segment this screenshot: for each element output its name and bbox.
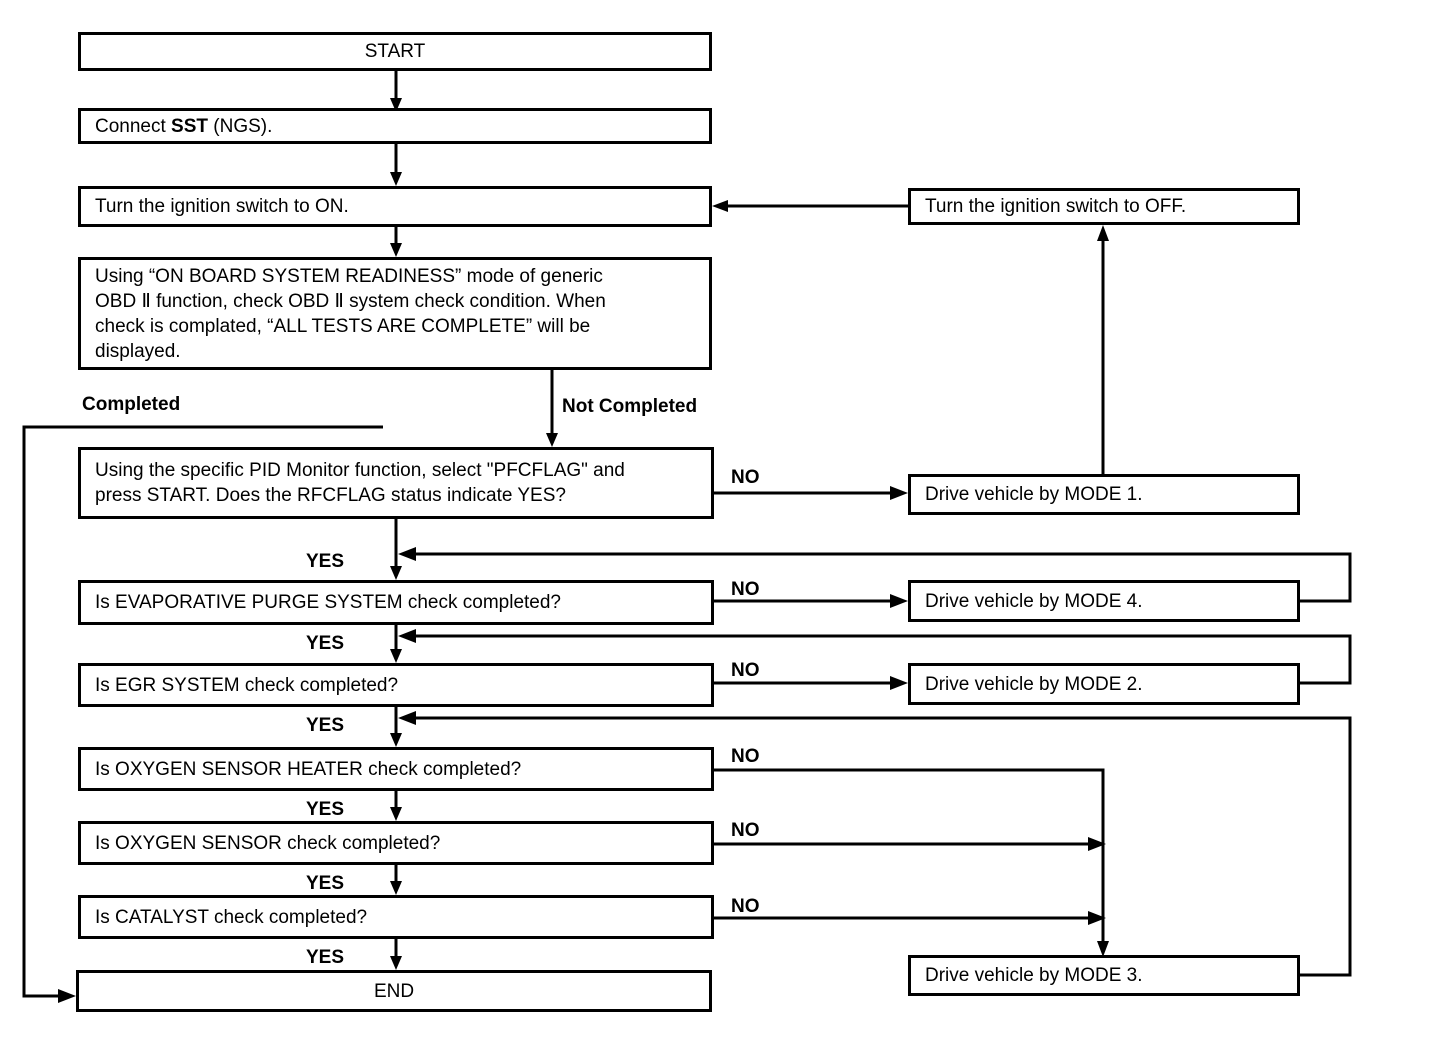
node-end[interactable]: END (76, 970, 712, 1012)
edge-label-no-egr: NO (731, 660, 760, 681)
node-start[interactable]: START (78, 32, 712, 71)
edge-label-not-completed: Not Completed (562, 396, 698, 417)
connect-sst-bold: SST (171, 115, 208, 137)
node-pid-monitor-label: Using the specific PID Monitor function,… (95, 460, 625, 506)
node-catalyst[interactable]: Is CATALYST check completed? (78, 895, 714, 939)
node-egr-system-label: Is EGR SYSTEM check completed? (95, 674, 399, 696)
node-pid-monitor[interactable]: Using the specific PID Monitor function,… (78, 447, 714, 519)
arrowhead-notcompleted-to-pid (546, 433, 558, 447)
arrowhead-mode4-return (398, 547, 416, 561)
edge-mode3-return (414, 716, 1352, 977)
arrowhead-pid-no-to-mode1 (890, 486, 908, 500)
edge-label-yes-pid: YES (306, 551, 345, 572)
edge-label-no-evap: NO (731, 579, 760, 600)
edge-label-no-o2sensor: NO (731, 820, 760, 841)
node-o2-sensor-label: Is OXYGEN SENSOR check completed? (95, 832, 441, 854)
node-ignition-on-label: Turn the ignition switch to ON. (95, 196, 349, 217)
edge-label-yes-o2sensor: YES (306, 873, 345, 894)
arrowhead-o2heater-yes-to-o2sensor (390, 807, 402, 821)
edge-label-yes-evap: YES (306, 633, 345, 654)
edge-completed-to-end (22, 425, 383, 998)
edge-mode4-return (414, 552, 1352, 603)
node-end-label: END (373, 980, 415, 1002)
arrowhead-mode3-return (398, 711, 416, 725)
node-readiness-label: Using “ON BOARD SYSTEM READINESS” mode o… (95, 265, 606, 362)
node-start-label: START (364, 41, 426, 62)
node-connect-sst[interactable]: Connect SST (NGS). (78, 108, 712, 144)
edge-label-no-o2heater: NO (731, 746, 760, 767)
node-readiness[interactable]: Using “ON BOARD SYSTEM READINESS” mode o… (78, 257, 712, 370)
arrowhead-catalyst-no-to-mode3 (1088, 911, 1106, 925)
arrowhead-ignitionoff-to-ignitionon (712, 200, 728, 212)
edge-label-yes-egr: YES (306, 715, 345, 736)
arrowhead-o2sensor-no-to-mode3 (1088, 837, 1106, 851)
node-connect-sst-label: Connect SST (NGS). (81, 114, 286, 139)
arrowhead-pid-yes-to-evap (390, 566, 402, 580)
node-ignition-off-label: Turn the ignition switch to OFF. (925, 196, 1187, 217)
node-mode1[interactable]: Drive vehicle by MODE 1. (908, 474, 1300, 515)
edge-label-completed: Completed (82, 394, 181, 415)
edge-label-no-catalyst: NO (731, 896, 760, 917)
arrowhead-egr-yes-to-o2heater (390, 733, 402, 747)
edge-o2heater-no-to-mode3 (713, 768, 1105, 944)
node-ignition-on[interactable]: Turn the ignition switch to ON. (78, 186, 712, 227)
node-mode4[interactable]: Drive vehicle by MODE 4. (908, 580, 1300, 622)
connect-sst-post: (NGS). (208, 115, 273, 137)
arrowhead-ignitionon-to-readiness (390, 243, 402, 257)
arrowhead-mode2-return (398, 629, 416, 643)
node-o2-heater[interactable]: Is OXYGEN SENSOR HEATER check completed? (78, 747, 714, 791)
edge-label-yes-o2heater: YES (306, 799, 345, 820)
node-catalyst-label: Is CATALYST check completed? (95, 906, 368, 928)
node-mode2-label: Drive vehicle by MODE 2. (925, 673, 1143, 695)
arrowhead-connectsst-to-ignitionon (390, 172, 402, 186)
node-evap-purge[interactable]: Is EVAPORATIVE PURGE SYSTEM check comple… (78, 580, 714, 625)
node-evap-purge-label: Is EVAPORATIVE PURGE SYSTEM check comple… (95, 592, 562, 613)
connect-sst-pre: Connect (95, 115, 172, 137)
node-mode3[interactable]: Drive vehicle by MODE 3. (908, 955, 1300, 996)
arrowhead-evap-no-to-mode4 (890, 594, 908, 608)
node-mode3-label: Drive vehicle by MODE 3. (925, 965, 1143, 986)
node-mode1-label: Drive vehicle by MODE 1. (925, 484, 1143, 505)
edge-label-yes-catalyst: YES (306, 947, 345, 968)
edge-mode2-return (414, 634, 1352, 685)
arrowhead-o2sensor-yes-to-catalyst (390, 881, 402, 895)
arrowhead-completed-to-end (58, 989, 76, 1003)
arrowhead-evap-yes-to-egr (390, 649, 402, 663)
node-mode2[interactable]: Drive vehicle by MODE 2. (908, 663, 1300, 705)
node-egr-system[interactable]: Is EGR SYSTEM check completed? (78, 663, 714, 707)
node-ignition-off[interactable]: Turn the ignition switch to OFF. (908, 188, 1300, 225)
arrowhead-egr-no-to-mode2 (890, 676, 908, 690)
node-o2-sensor[interactable]: Is OXYGEN SENSOR check completed? (78, 821, 714, 865)
node-o2-heater-label: Is OXYGEN SENSOR HEATER check completed? (95, 758, 522, 780)
arrowhead-mode1-to-ignitionoff (1097, 225, 1109, 241)
edge-label-no-pid: NO (731, 467, 760, 488)
arrowhead-catalyst-yes-to-end (390, 956, 402, 970)
arrowhead-start-to-connectsst (390, 98, 402, 112)
arrowhead-trunk-to-mode3 (1097, 941, 1109, 957)
node-mode4-label: Drive vehicle by MODE 4. (925, 590, 1143, 612)
